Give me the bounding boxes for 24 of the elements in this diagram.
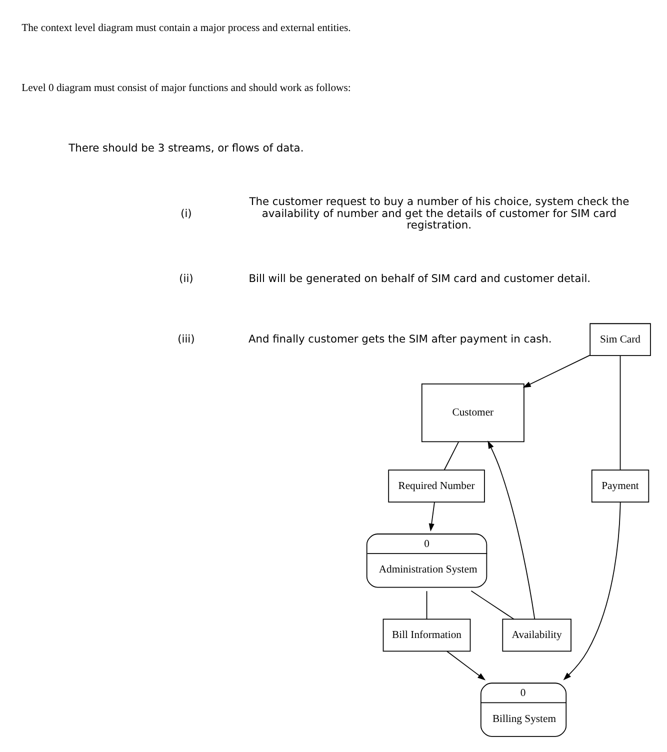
arrow: [487, 440, 535, 620]
arrow: [562, 502, 620, 680]
node-box: Payment: [590, 470, 649, 502]
label: (i): [180, 206, 192, 220]
label: And finally customer gets the SIM after payment in cash.: [248, 332, 552, 346]
arrow: [446, 650, 486, 680]
label: The context level diagram must contain a major process and external entities.: [21, 22, 350, 34]
label: Level 0 diagram must consist of major functions and should work as follows:: [21, 83, 350, 94]
label: (ii): [178, 272, 193, 285]
arrow: [428, 502, 434, 532]
label: Bill will be generated on behalf of SIM card and customer detail.: [248, 272, 590, 285]
label: There should be 3 streams, or flows of data.: [68, 142, 304, 155]
label: The customer request to buy a number of his choice, system check the availability of number and get the details of customer for SIM card registration.: [248, 195, 629, 232]
connector: [426, 590, 427, 620]
arrow: [522, 354, 590, 388]
connector: [619, 355, 620, 470]
node-box: Required Number: [388, 470, 484, 502]
label: (iii): [177, 332, 194, 346]
node-box: Availability: [502, 618, 571, 652]
node-box: Sim Card: [589, 323, 650, 356]
node-box: Customer: [420, 384, 524, 442]
connector: [470, 590, 514, 620]
node-box: Bill Information: [382, 618, 470, 652]
connector: [443, 442, 458, 470]
